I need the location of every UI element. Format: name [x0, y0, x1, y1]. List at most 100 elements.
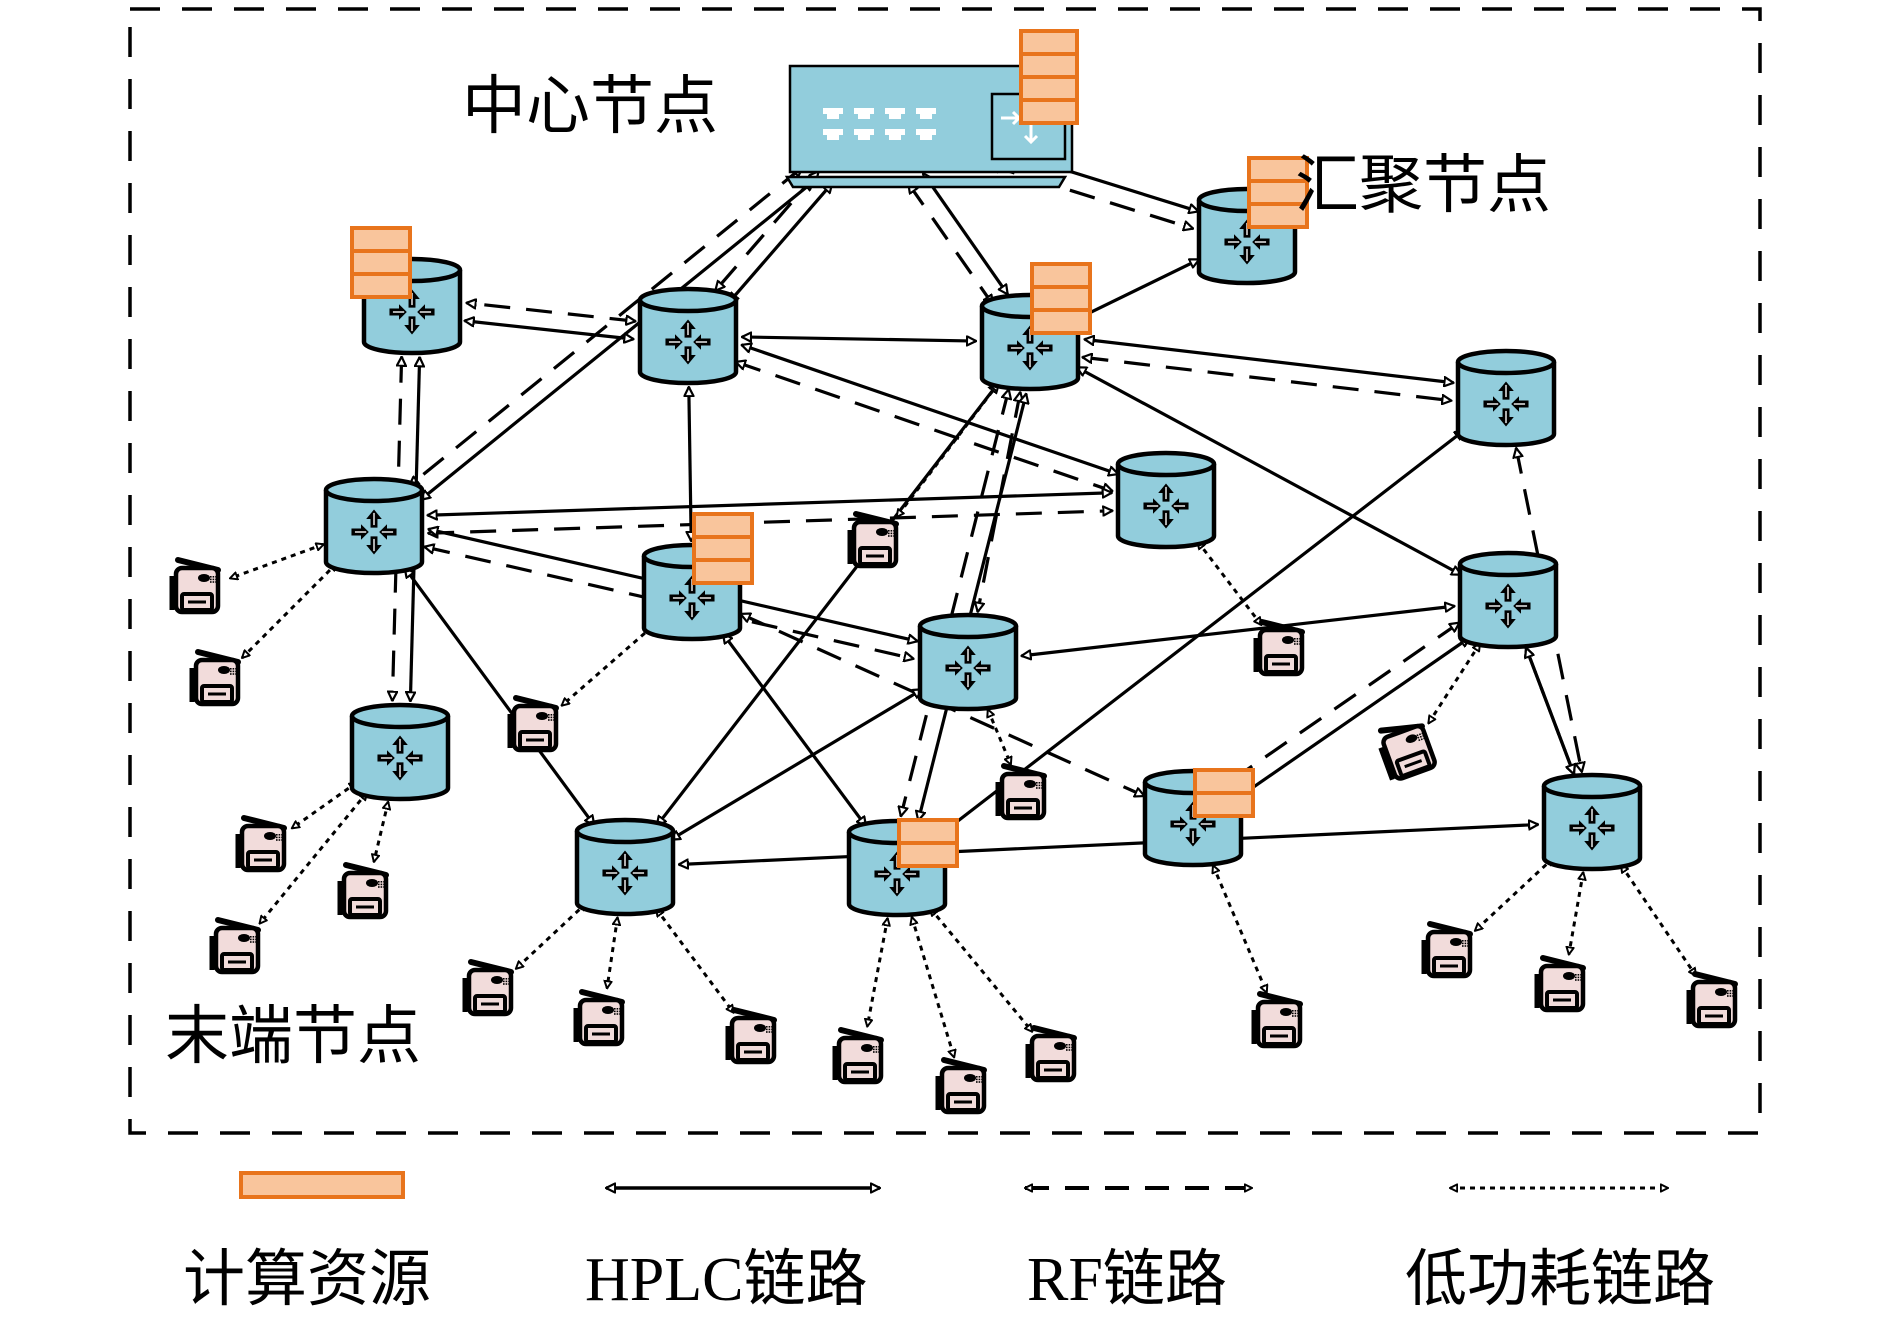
- terminal-device-icon: [337, 862, 389, 920]
- terminal-device-icon: [847, 511, 899, 569]
- compute-resource-block: [897, 841, 959, 868]
- lowpower-link: [242, 563, 337, 658]
- lowpower-link: [562, 627, 653, 706]
- legend-rf-label: RF链路: [1027, 1246, 1227, 1314]
- lowpower-link: [1213, 865, 1267, 992]
- terminal-device-icon: [169, 557, 221, 615]
- compute-resource-block: [1019, 98, 1079, 125]
- lowpower-link: [1569, 872, 1583, 954]
- terminals-layer: [169, 511, 1738, 1115]
- terminal-device-icon: [1251, 991, 1303, 1049]
- lowpower-link: [230, 544, 324, 578]
- compute-resource-stack: [350, 226, 412, 299]
- hplc-link: [671, 687, 923, 842]
- lowpower-link: [897, 383, 999, 517]
- rf-link: [990, 165, 1193, 228]
- terminal-device-icon: [1686, 971, 1738, 1029]
- compute-resource-stack: [1193, 768, 1255, 818]
- center-node-switch-icon: [784, 29, 1079, 189]
- compute-resource-block: [692, 512, 754, 539]
- compute-resource-block: [1193, 791, 1255, 818]
- terminal-device-icon: [507, 695, 559, 753]
- hplc-link: [742, 337, 976, 341]
- lowpower-link: [867, 918, 887, 1026]
- router-node-icon: [637, 286, 739, 386]
- compute-resource-block: [350, 226, 412, 253]
- legend-compute-swatch: [239, 1171, 405, 1199]
- router-node-icon: [1142, 768, 1255, 868]
- legend-compute-label: 计算资源: [183, 1246, 432, 1314]
- hplc-link: [939, 430, 1464, 836]
- lowpower-link: [930, 908, 1032, 1032]
- lowpower-link: [292, 782, 357, 828]
- router-node-icon: [1196, 156, 1309, 286]
- compute-resource-stack: [1019, 29, 1079, 125]
- lowpower-link: [607, 917, 618, 988]
- hplc-link: [428, 493, 1112, 515]
- hplc-link: [679, 825, 1538, 865]
- terminal-device-icon: [935, 1057, 987, 1115]
- compute-resource-block: [1019, 75, 1079, 102]
- compute-resource-stack: [1030, 262, 1092, 335]
- compute-resource-block: [1193, 768, 1255, 795]
- compute-resource-block: [1247, 202, 1309, 229]
- terminal-node-label: 末端节点: [165, 1000, 421, 1074]
- rf-link: [428, 511, 1112, 533]
- lowpower-link: [1198, 541, 1262, 625]
- terminal-device-icon: [1377, 723, 1437, 781]
- lowpower-link: [1619, 865, 1698, 976]
- compute-resource-block: [1030, 308, 1092, 335]
- rf-link: [901, 389, 1009, 816]
- router-node-icon: [574, 817, 676, 917]
- lowpower-link: [912, 917, 954, 1057]
- compute-resource-block: [1019, 29, 1079, 56]
- compute-resource-block: [1030, 262, 1092, 289]
- hplc-link: [1078, 257, 1199, 321]
- terminal-device-icon: [725, 1007, 777, 1065]
- router-node-icon: [1457, 550, 1559, 650]
- router-node-icon: [1541, 772, 1643, 872]
- lowpower-link: [260, 792, 367, 923]
- rf-link: [908, 184, 993, 305]
- compute-resource-block: [350, 272, 412, 299]
- terminal-device-icon: [1534, 955, 1586, 1013]
- hplc-link: [465, 321, 634, 339]
- rf-link: [409, 167, 802, 486]
- compute-resource-block: [692, 535, 754, 562]
- hplc-link: [421, 181, 814, 500]
- network-boundary-frame: [128, 7, 1762, 1135]
- router-node-icon: [917, 612, 1019, 712]
- nodes-layer: [323, 29, 1643, 918]
- hplc-link: [918, 394, 1026, 821]
- terminal-device-icon: [1025, 1025, 1077, 1083]
- lowpower-link: [656, 909, 734, 1013]
- compute-resource-stack: [692, 512, 754, 585]
- lowpower-link: [1427, 644, 1482, 724]
- hplc-link: [689, 387, 691, 541]
- compute-resource-block: [897, 818, 959, 845]
- legend-lowpower-label: 低功耗链路: [1405, 1246, 1716, 1314]
- compute-resource-block: [692, 558, 754, 585]
- terminal-device-icon: [235, 815, 287, 873]
- terminal-device-icon: [995, 763, 1047, 821]
- legend: [239, 1171, 1668, 1199]
- terminal-device-icon: [832, 1027, 884, 1085]
- terminal-device-icon: [1421, 921, 1473, 979]
- lowpower-link: [1475, 858, 1554, 931]
- terminal-device-icon: [462, 959, 514, 1017]
- rf-link: [1082, 357, 1451, 400]
- terminal-device-icon: [1253, 619, 1305, 677]
- router-node-icon: [323, 476, 425, 576]
- compute-resource-stack: [1247, 156, 1309, 229]
- terminal-device-icon: [209, 917, 261, 975]
- rf-link: [1526, 648, 1574, 774]
- hplc-link: [1022, 606, 1455, 656]
- aggregation-node-label: 汇聚节点: [1295, 149, 1551, 223]
- hplc-link: [1085, 339, 1454, 382]
- lowpower-link: [374, 802, 388, 862]
- router-node-icon: [349, 702, 451, 802]
- router-node-icon: [1455, 348, 1557, 448]
- compute-resource-block: [1030, 285, 1092, 312]
- links-layer: [230, 148, 1698, 1057]
